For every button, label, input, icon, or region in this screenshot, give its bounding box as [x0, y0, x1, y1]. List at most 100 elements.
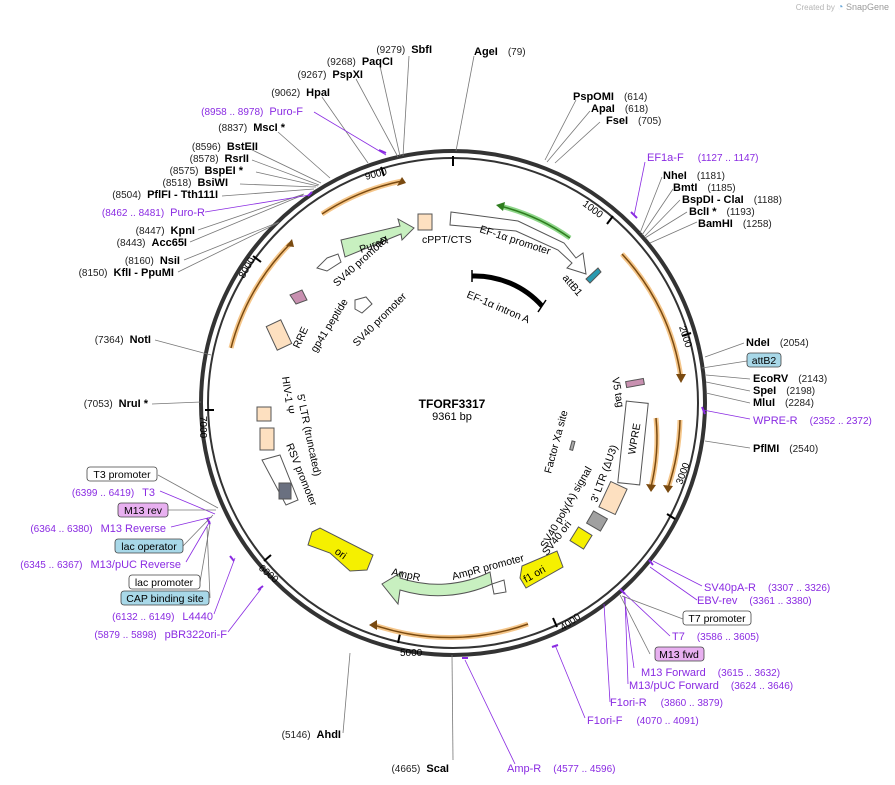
- factor-xa-box: [569, 440, 576, 451]
- primer-leaders: [159, 111, 751, 765]
- rre-box: [265, 319, 293, 351]
- enzyme-name: BsiWI: [197, 177, 228, 189]
- orf-arc-9000: [320, 178, 403, 217]
- enzyme-ageI: AgeI (79): [474, 46, 526, 58]
- enzyme-name: PflFI - Tth111I: [147, 189, 218, 201]
- enzyme-name: PspXI: [332, 69, 363, 81]
- enzyme-pos: (8504): [112, 190, 141, 201]
- primer-wpre-r: WPRE-R (2352 .. 2372): [753, 415, 872, 427]
- enzyme-name: NdeI: [746, 337, 770, 349]
- enzyme-name: PspOMI: [573, 91, 614, 103]
- ruler-label-5000: 5000: [400, 648, 423, 659]
- enzyme-name: NheI: [663, 170, 687, 182]
- enzyme-name: PflMI: [753, 443, 779, 455]
- primer-range: (4070 .. 4091): [636, 716, 698, 727]
- primer-range: (8958 .. 8978): [201, 107, 263, 118]
- ampr-promoter-arrow: [491, 579, 507, 595]
- primer-name: pBR322ori-F: [165, 629, 228, 641]
- enzyme-name: BspEI *: [204, 165, 243, 177]
- primer-f1ori-f: F1ori-F (4070 .. 4091): [587, 715, 699, 727]
- primer-name: M13/pUC Reverse: [91, 559, 181, 571]
- primer-range: (3361 .. 3380): [749, 596, 811, 607]
- enzyme-pos: (5146): [282, 730, 311, 741]
- plasmid-size: 9361 bp: [432, 411, 472, 423]
- cppt-label: cPPT/CTS: [422, 234, 472, 246]
- enzyme-ndeI: NdeI(2054): [746, 337, 809, 349]
- primer-name: Puro-F: [269, 106, 303, 118]
- enzyme-pos: (1185): [707, 183, 735, 194]
- ruler-label-4000: 4000: [558, 611, 583, 633]
- primer-m13-forward: M13 Forward(3615 .. 3632): [641, 667, 780, 679]
- primer-m13-reverse: (6364 .. 6380)M13 Reverse: [30, 523, 166, 535]
- enzyme-pos: (79): [508, 47, 526, 58]
- primer-name: F1ori-R: [610, 697, 647, 709]
- enzyme-pos: (8596): [192, 142, 221, 153]
- puror-arrow: [340, 217, 415, 258]
- primer-name: T3: [142, 487, 155, 499]
- enzyme-pos: (4665): [391, 764, 420, 775]
- primer-puro-f: (8958 .. 8978) Puro-F: [201, 106, 303, 118]
- factor-xa-label: Factor Xa site: [542, 409, 570, 475]
- primer-name: T7: [672, 631, 685, 643]
- primer-site-markers: [206, 149, 706, 659]
- enzyme-name: BclI *: [689, 206, 717, 218]
- enzyme-pos: (8150): [79, 268, 108, 279]
- enzyme-pos: (8447): [136, 226, 165, 237]
- primer-name: M13 Forward: [641, 667, 706, 679]
- enzyme-pos: (8575): [170, 166, 199, 177]
- ef1a-promoter-arrow: [449, 211, 587, 275]
- attb2-box-label: attB2: [752, 355, 777, 367]
- primer-t3: (6399 .. 6419)T3: [72, 487, 155, 499]
- wpre-label: WPRE: [626, 422, 643, 455]
- enzyme-name: NruI *: [119, 398, 149, 410]
- enzyme-name: BspDI - ClaI: [682, 194, 744, 206]
- enzyme-pspXI: (9267)PspXI: [298, 69, 363, 81]
- ruler-label-2000: 2000: [676, 325, 693, 350]
- enzyme-scaI: (4665)ScaI: [391, 763, 449, 775]
- enzyme-notI: (7364)NotI: [95, 334, 151, 346]
- primer-amp-r: Amp-R(4577 .. 4596): [507, 763, 616, 775]
- enzyme-name: MscI *: [253, 122, 286, 134]
- m13-rev-box-label: M13 rev: [124, 505, 163, 517]
- primer-range: (6345 .. 6367): [20, 560, 82, 571]
- primer-name: Amp-R: [507, 763, 541, 775]
- primer-range: (6132 .. 6149): [112, 612, 174, 623]
- enzyme-ecoRV: EcoRV(2143): [753, 373, 827, 385]
- ori-arrow: [307, 527, 374, 572]
- enzyme-pos: (2540): [789, 444, 818, 455]
- enzyme-mscI: (8837)MscI *: [218, 122, 285, 134]
- enzyme-name: SpeI: [753, 385, 776, 397]
- cap-binding-site-box-label: CAP binding site: [126, 593, 204, 605]
- enzyme-bsiWI: (8518)BsiWI: [163, 177, 228, 189]
- enzyme-name: MluI: [753, 397, 775, 409]
- enzyme-speI: SpeI(2198): [753, 385, 815, 397]
- enzyme-pos: (9268): [327, 57, 356, 68]
- primer-name: WPRE-R: [753, 415, 798, 427]
- enzyme-name: ApaI: [591, 103, 615, 115]
- enzyme-name: NotI: [130, 334, 151, 346]
- v5-tag-label: V5 tag: [609, 376, 626, 408]
- primer-labels: (8958 .. 8978)Puro-F (8462 .. 8481)Puro-…: [20, 106, 872, 775]
- sv40-promoter-arrow-2: [354, 296, 373, 314]
- enzyme-apaI: ApaI(618): [591, 103, 648, 115]
- enzyme-paqCI: (9268)PaqCI: [327, 56, 393, 68]
- primer-name: F1ori-F: [587, 715, 623, 727]
- primer-m13-puc-reverse: (6345 .. 6367) M13/pUC Reverse: [20, 559, 181, 571]
- snapgene-name: SnapGene: [845, 2, 889, 12]
- enzyme-acc65I: (8443)Acc65I: [117, 237, 187, 249]
- enzyme-name: AgeI: [474, 46, 498, 58]
- primer-range: (2352 .. 2372): [810, 416, 872, 427]
- sv40-promoter-arrow-1: [316, 253, 342, 272]
- enzyme-name: BamHI: [698, 218, 733, 230]
- primer-sv40pa-r: SV40pA-R(3307 .. 3326): [704, 582, 830, 594]
- orf-arrowheads: [286, 177, 686, 630]
- primer-pbr322ori-f: (5879 .. 5898)pBR322ori-F: [94, 629, 227, 641]
- sv40-polya-box: [585, 510, 609, 532]
- enzyme-name: KpnI: [171, 225, 195, 237]
- enzyme-fseI: FseI(705): [606, 115, 661, 127]
- enzyme-pos: (8578): [190, 154, 219, 165]
- enzyme-nheI: NheI(1181): [663, 170, 725, 182]
- enzyme-name: FseI: [606, 115, 628, 127]
- enzyme-pos: (8443): [117, 238, 146, 249]
